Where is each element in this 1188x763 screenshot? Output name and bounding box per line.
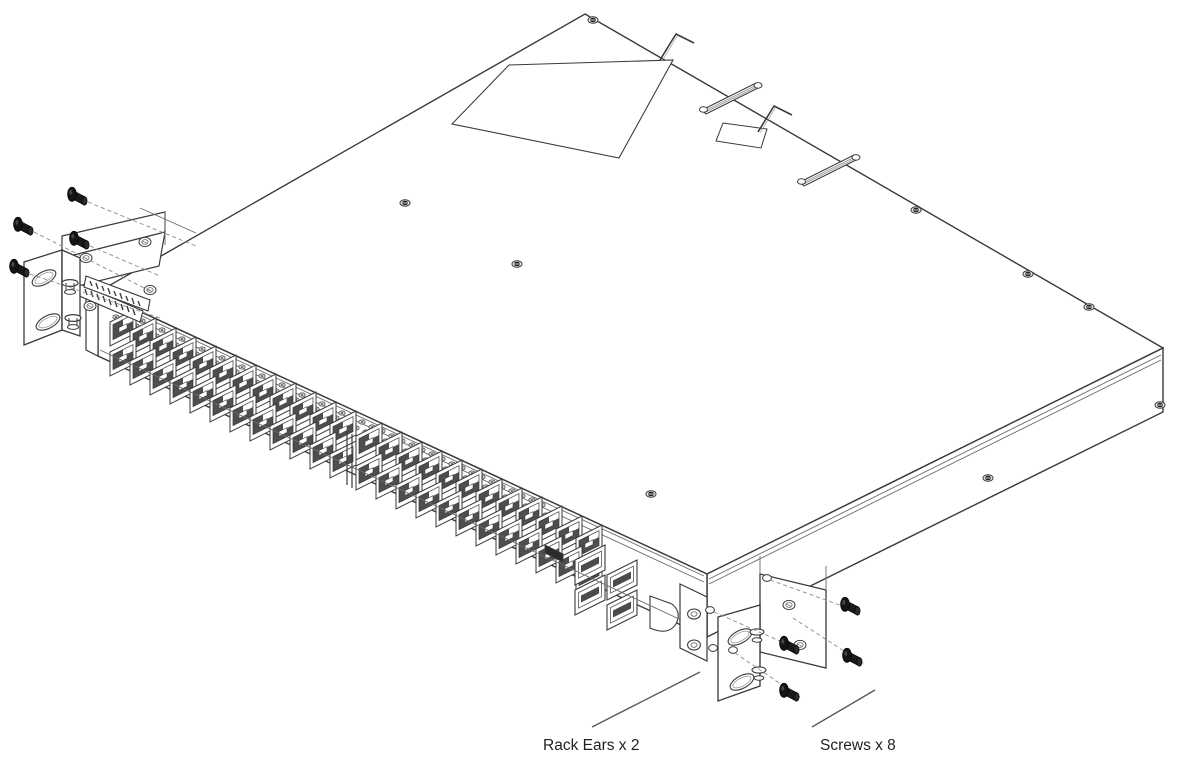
rack-ear-right [705,556,865,702]
front-bezel [99,296,706,632]
rack-ears-label: Rack Ears x 2 [543,737,639,754]
callout-screws: Screws x 8 [811,689,896,754]
bezel-bottom-rail [99,349,706,632]
console-port [544,544,564,563]
sfp-uplink-section [544,544,638,631]
left-ear-collars [61,279,82,330]
rack-ear-left [9,186,197,346]
left-alignment-lines [29,201,197,319]
chassis-right-endplate [679,583,708,662]
chassis-seam-line [708,359,1162,585]
switch-chassis [76,13,1166,662]
top-decal [715,122,768,149]
right-witness-lines [759,556,827,590]
front-plenum [649,595,679,632]
rack-ears-leader-line [591,671,701,728]
right-mount-holes [705,574,772,654]
top-label-plate [450,59,674,159]
chassis-seam-line [708,354,1162,580]
screws-leader-line [811,689,876,728]
bezel-top-rail [100,296,705,577]
right-ear-collars [749,628,767,681]
screws-label: Screws x 8 [820,737,896,754]
callout-rack-ears: Rack Ears x 2 [543,671,701,754]
left-ear-front-plate [23,249,63,346]
left-witness-lines [139,207,197,245]
